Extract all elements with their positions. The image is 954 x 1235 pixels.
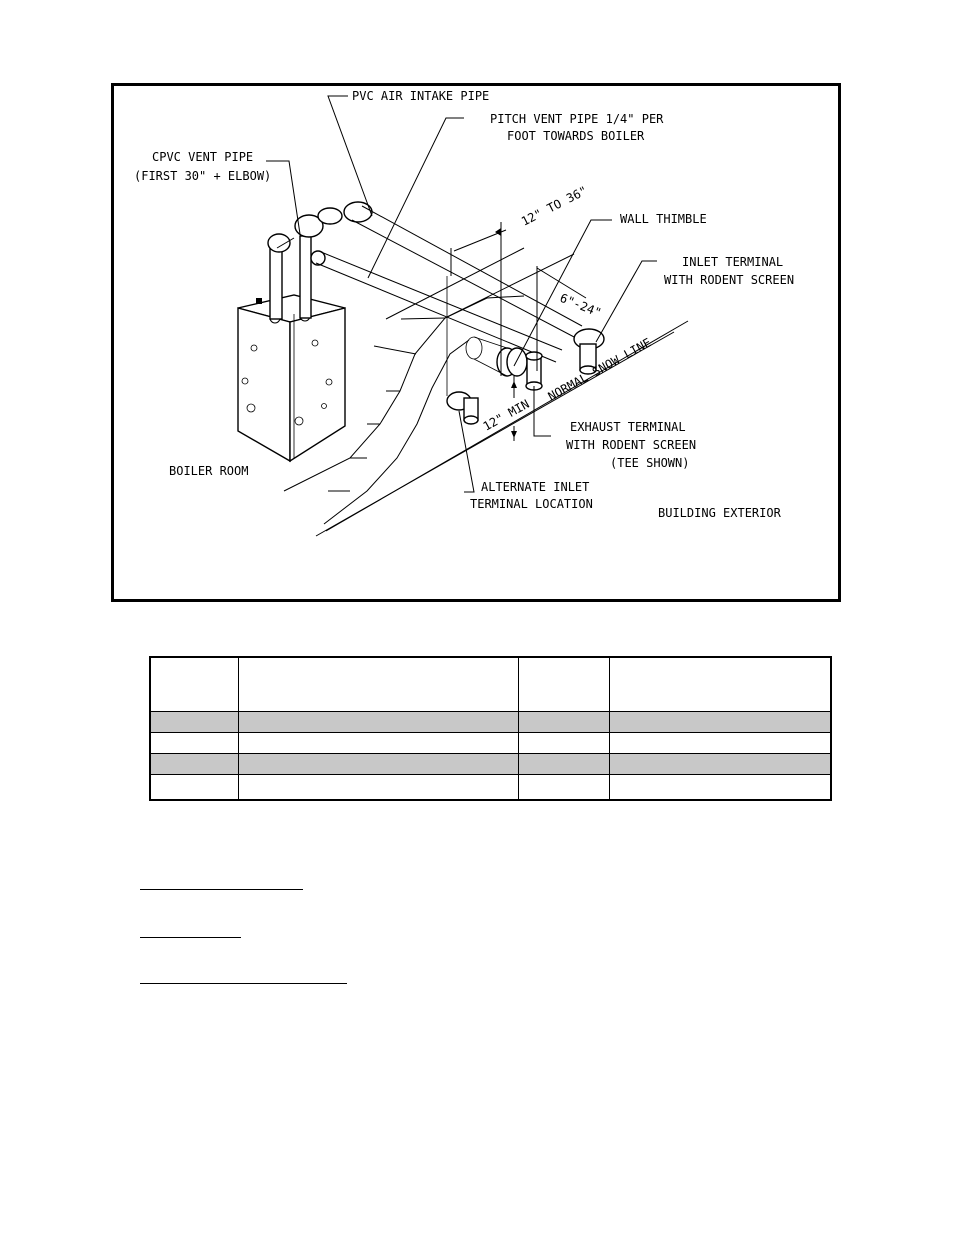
label-pitch-vent-2: FOOT TOWARDS BOILER — [507, 129, 645, 143]
venting-diagram: PVC AIR INTAKE PIPE PITCH VENT PIPE 1/4"… — [134, 89, 794, 537]
table-cell — [149, 732, 239, 754]
underline-rule — [140, 889, 303, 890]
table-cell — [238, 711, 519, 733]
label-exhaust-1: EXHAUST TERMINAL — [570, 420, 686, 434]
label-exhaust-3: (TEE SHOWN) — [610, 456, 689, 470]
label-exhaust-2: WITH RODENT SCREEN — [566, 438, 696, 452]
table-cell — [518, 656, 610, 712]
table-cell — [238, 774, 519, 801]
label-alternate-inlet-2: TERMINAL LOCATION — [470, 497, 593, 511]
label-building-exterior: BUILDING EXTERIOR — [658, 506, 782, 520]
label-pvc-air-intake: PVC AIR INTAKE PIPE — [352, 89, 489, 103]
table-cell — [149, 711, 239, 733]
diagram-frame: PVC AIR INTAKE PIPE PITCH VENT PIPE 1/4"… — [111, 83, 841, 602]
table-row — [149, 732, 832, 754]
label-boiler-room: BOILER ROOM — [169, 464, 248, 478]
table-cell — [609, 774, 832, 801]
table-row — [149, 711, 832, 733]
label-wall-thimble: WALL THIMBLE — [620, 212, 707, 226]
label-inlet-terminal-1: INLET TERMINAL — [682, 255, 783, 269]
table-cell — [609, 753, 832, 775]
spec-table — [149, 656, 832, 801]
vent-pipe — [267, 214, 563, 363]
underline-rule — [140, 983, 347, 984]
label-pitch-vent-1: PITCH VENT PIPE 1/4" PER — [490, 112, 664, 126]
label-12-to-36: 12" TO 36" — [519, 183, 590, 228]
leader-lines — [266, 95, 657, 493]
table-cell — [609, 711, 832, 733]
dimension-lines — [450, 222, 587, 441]
alternate-inlet-terminal — [446, 276, 479, 425]
table-cell — [149, 656, 239, 712]
label-cpvc-2: (FIRST 30" + ELBOW) — [134, 169, 271, 183]
label-cpvc-1: CPVC VENT PIPE — [152, 150, 253, 164]
underline-rule — [140, 937, 241, 938]
table-cell — [149, 774, 239, 801]
table-row — [149, 774, 832, 801]
table-cell — [149, 753, 239, 775]
table-cell — [518, 711, 610, 733]
table-cell — [238, 656, 519, 712]
table-cell — [518, 753, 610, 775]
wall-thimble — [465, 336, 528, 377]
label-alternate-inlet-1: ALTERNATE INLET — [481, 480, 589, 494]
table-cell — [518, 774, 610, 801]
table-cell — [518, 732, 610, 754]
building-wall — [283, 247, 689, 537]
table-cell — [238, 753, 519, 775]
boiler-unit — [237, 294, 346, 463]
air-intake-pipe — [317, 201, 605, 375]
label-inlet-terminal-2: WITH RODENT SCREEN — [664, 273, 794, 287]
table-cell — [609, 732, 832, 754]
table-row — [149, 753, 832, 775]
exhaust-terminal — [525, 351, 543, 391]
table-header-row — [149, 656, 832, 712]
table-cell — [609, 656, 832, 712]
table-cell — [238, 732, 519, 754]
